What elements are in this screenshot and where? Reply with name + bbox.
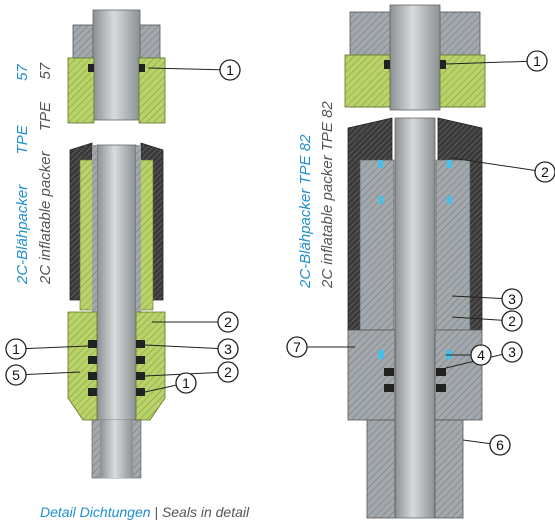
callout-label-left-r1: 2	[224, 314, 232, 330]
caption-de: Detail Dichtungen	[40, 504, 151, 520]
callout-leader-left-l2	[15, 371, 81, 376]
callout-label-right-r1: 2	[541, 164, 549, 180]
callout-circle-left-top	[219, 59, 241, 81]
left-packer	[67, 9, 166, 479]
callout-label-left-r2: 3	[224, 341, 232, 357]
caption-sep: |	[154, 504, 159, 520]
callout-circle-right-r4	[501, 341, 523, 363]
callout-circle-right-r3	[501, 310, 523, 332]
callout-circle-left-r1	[217, 311, 239, 333]
callout-leader-right-r1	[451, 157, 546, 173]
callout-label-right-r5: 4	[477, 347, 485, 363]
callout-circle-right-l1	[286, 336, 308, 358]
callout-label-left-top: 1	[226, 62, 234, 78]
left-packer-body	[67, 142, 166, 479]
callout-label-right-r4: 3	[508, 344, 516, 360]
right-top-head	[344, 4, 486, 111]
right-packer-body	[347, 117, 483, 519]
caption: Detail Dichtungen | Seals in detail	[40, 504, 249, 520]
callout-circle-left-r2	[217, 338, 239, 360]
callout-circle-right-r5	[470, 344, 492, 366]
left-top-head	[67, 9, 166, 124]
callout-circle-left-r3	[217, 361, 239, 383]
callout-layer: 1 2 3 2 1 1 5 1 2 3 2 3 4 6 7	[5, 50, 555, 456]
right-packer	[344, 4, 486, 519]
callout-circle-right-r6	[489, 434, 511, 456]
caption-en: Seals in detail	[161, 504, 250, 520]
callout-circle-left-l2	[5, 364, 27, 386]
callout-leader-left-r2	[144, 344, 229, 350]
callout-label-left-l2: 5	[12, 367, 20, 383]
callout-label-left-r4: 1	[182, 375, 190, 391]
left-top-seal-r	[139, 64, 145, 72]
callout-label-right-r3: 2	[508, 313, 516, 329]
callout-leader-right-top	[445, 60, 538, 65]
left-top-seal-l	[88, 64, 94, 72]
callout-label-right-r2: 3	[508, 291, 516, 307]
callout-leader-left-top	[147, 67, 231, 71]
callout-label-right-top: 1	[533, 53, 541, 69]
callout-label-right-l1: 7	[293, 339, 301, 355]
callout-label-left-l1: 1	[12, 341, 20, 357]
callout-label-left-r3: 2	[224, 364, 232, 380]
callout-circle-left-l1	[5, 338, 27, 360]
callout-circle-right-top	[526, 50, 548, 72]
callout-label-right-r6: 6	[496, 437, 504, 453]
callout-circle-right-r1	[534, 161, 555, 183]
callout-leader-left-l1	[15, 345, 89, 350]
callout-circle-left-r4	[175, 372, 197, 394]
callout-circle-right-r2	[501, 288, 523, 310]
